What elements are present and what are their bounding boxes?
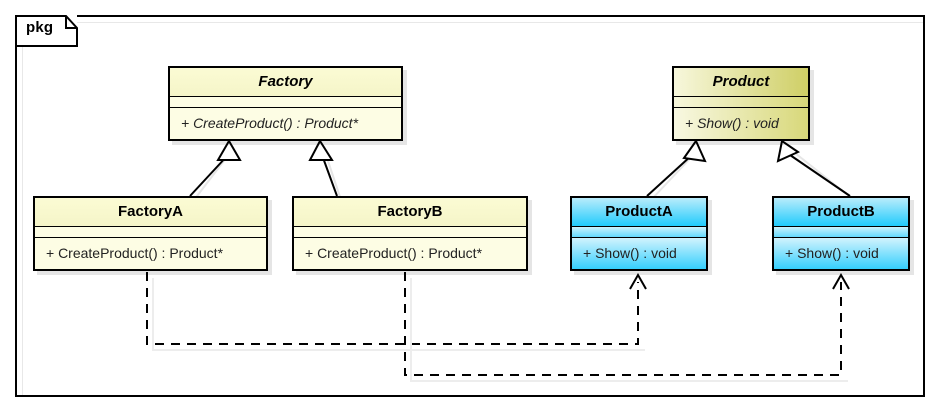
class-name-productb: ProductB (774, 198, 908, 227)
class-attributes-product (674, 97, 808, 108)
class-operation-factorya-createproduct: + CreateProduct() : Product* (35, 238, 266, 269)
class-attributes-factoryb (294, 227, 526, 238)
class-box-factorya[interactable]: FactoryA + CreateProduct() : Product* (33, 196, 268, 271)
class-attributes-factorya (35, 227, 266, 238)
package-frame (15, 15, 925, 397)
class-attributes-producta (572, 227, 706, 238)
package-tab-icon (15, 15, 78, 47)
class-name-factoryb: FactoryB (294, 198, 526, 227)
class-attributes-factory (170, 97, 401, 108)
class-name-factory: Factory (170, 68, 401, 97)
class-name-factorya: FactoryA (35, 198, 266, 227)
class-name-product: Product (674, 68, 808, 97)
class-operation-product-show: + Show() : void (674, 108, 808, 139)
package-label: pkg (26, 19, 54, 36)
class-box-productb[interactable]: ProductB + Show() : void (772, 196, 910, 271)
class-operation-factory-createproduct: + CreateProduct() : Product* (170, 108, 401, 139)
class-box-factoryb[interactable]: FactoryB + CreateProduct() : Product* (292, 196, 528, 271)
class-name-producta: ProductA (572, 198, 706, 227)
class-operation-producta-show: + Show() : void (572, 238, 706, 269)
class-attributes-productb (774, 227, 908, 238)
class-box-producta[interactable]: ProductA + Show() : void (570, 196, 708, 271)
class-box-product[interactable]: Product + Show() : void (672, 66, 810, 141)
package-tab (15, 15, 78, 47)
class-operation-factoryb-createproduct: + CreateProduct() : Product* (294, 238, 526, 269)
class-operation-productb-show: + Show() : void (774, 238, 908, 269)
class-box-factory[interactable]: Factory + CreateProduct() : Product* (168, 66, 403, 141)
